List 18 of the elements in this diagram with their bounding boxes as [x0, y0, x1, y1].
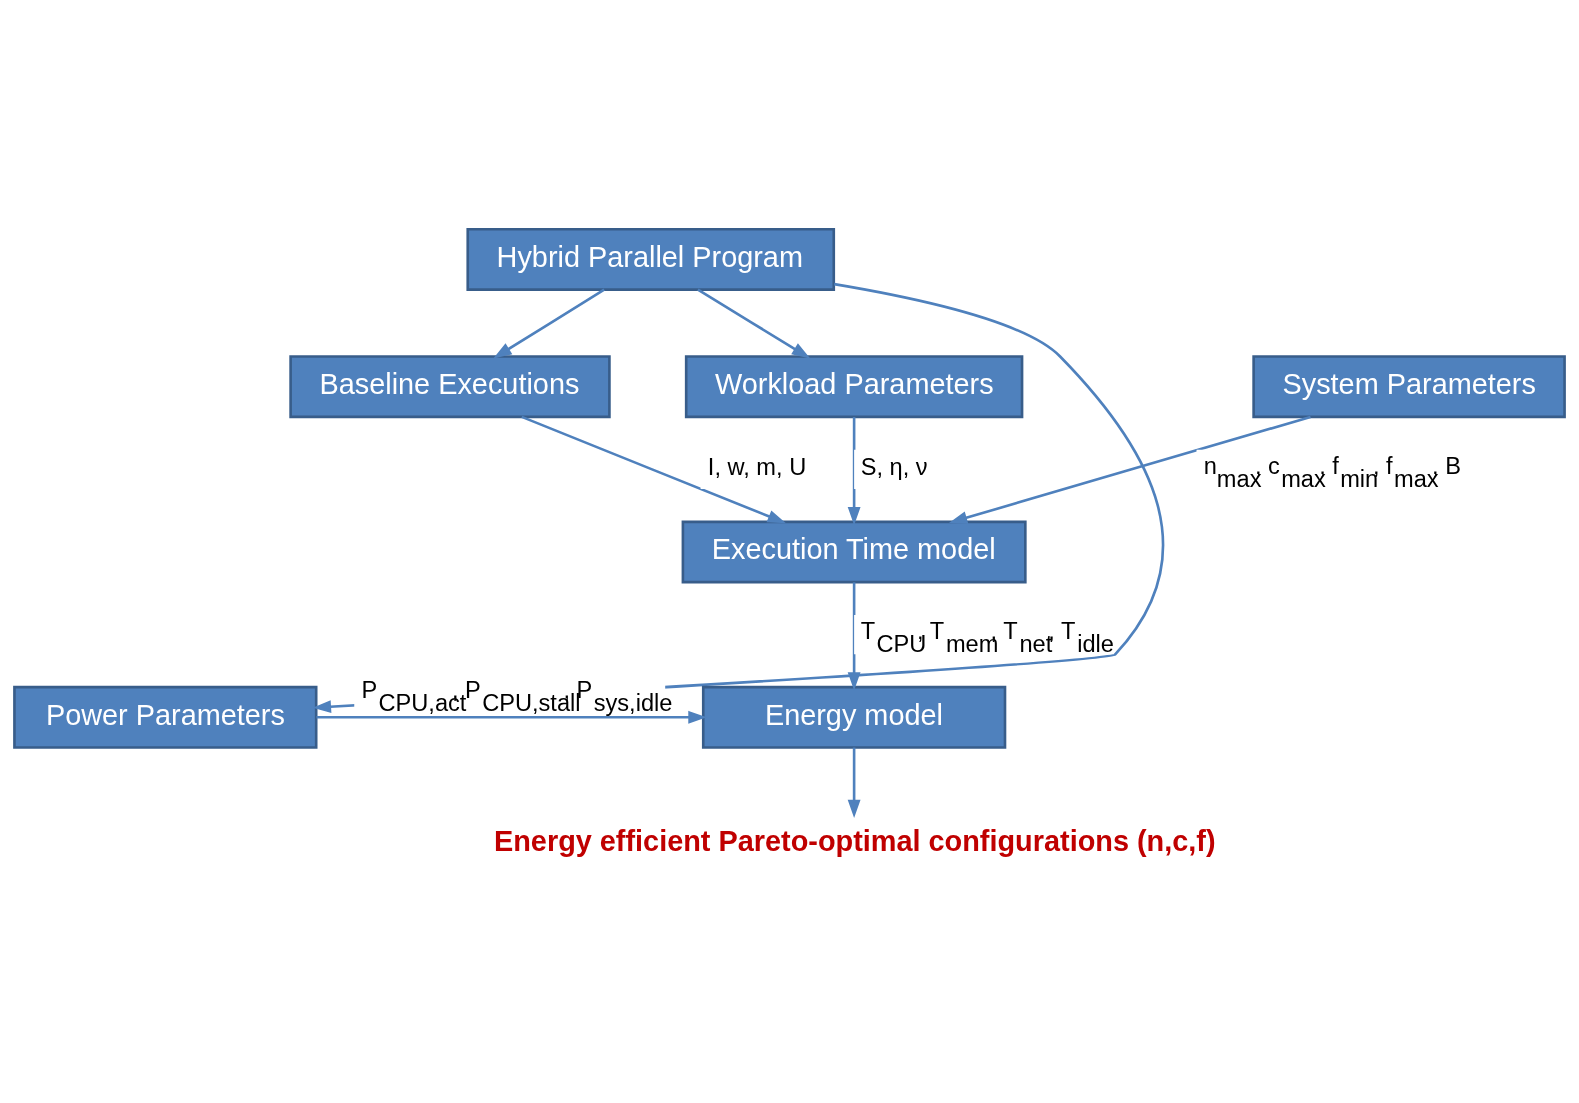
node-box: Baseline Executions: [289, 354, 611, 418]
arrow: [847, 416, 861, 525]
node-text: Energy efficient Pareto-optimal configurations (n,c,f): [493, 824, 1216, 857]
node-box: Workload Parameters: [684, 354, 1024, 418]
node-box: System Parameters: [1252, 354, 1566, 418]
edge-label: I, w, m, U: [707, 453, 807, 480]
arrow: [847, 747, 861, 818]
arrow: [948, 415, 1311, 524]
arrow: [521, 415, 786, 523]
arrow: [697, 288, 811, 358]
node-box: Power Parameters: [13, 685, 318, 749]
arrow: [493, 288, 605, 358]
edge-label: S, η, ν: [860, 453, 928, 480]
node-box: Energy model: [701, 685, 1007, 749]
node-box: Execution Time model: [681, 520, 1027, 583]
node-box: Hybrid Parallel Program: [466, 227, 836, 291]
arrow: [847, 581, 861, 691]
arrow: [316, 710, 707, 724]
